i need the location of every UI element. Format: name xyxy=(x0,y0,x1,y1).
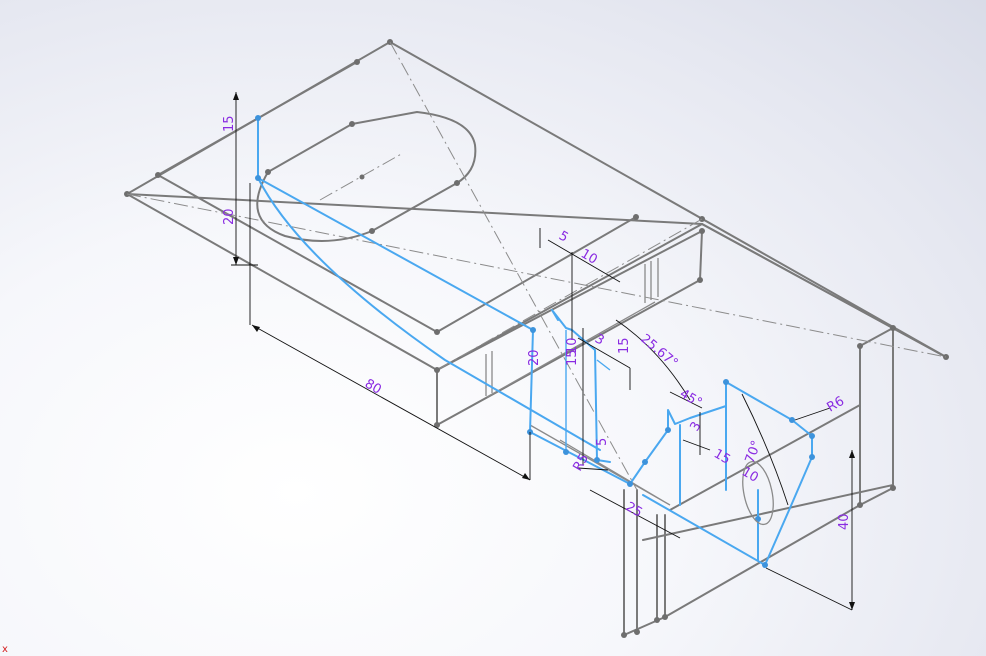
dim-20-a: 20 xyxy=(222,208,237,225)
dimension-labels: 15 20 80 5 10 20 15 3 10 15 25.67° 45° R… xyxy=(222,115,852,530)
dim-r6: R6 xyxy=(825,394,847,416)
leg-left xyxy=(623,489,638,636)
sketch-left-rail xyxy=(257,117,813,566)
edge-vertices xyxy=(124,39,949,638)
dim-3-b: 3 xyxy=(687,419,704,434)
rail-back xyxy=(699,230,703,281)
sketch-right xyxy=(679,381,759,561)
block-top xyxy=(859,327,894,506)
rail-slots xyxy=(485,258,659,396)
dim-25: 25 xyxy=(623,499,645,520)
dim-10-a: 10 xyxy=(578,246,600,267)
hole-ellipse xyxy=(742,460,774,526)
dim-20-b: 20 xyxy=(527,349,542,366)
rail-mid xyxy=(486,301,656,398)
dim-25-67-deg: 25.67° xyxy=(637,332,680,372)
dimension-lines xyxy=(231,92,855,611)
connect-edge xyxy=(529,424,671,506)
dim-70-deg: 70° xyxy=(743,439,765,466)
sketch-diagonal xyxy=(257,177,601,451)
leg-bottom xyxy=(623,504,861,636)
block-front xyxy=(669,345,861,511)
origin-marker: x xyxy=(2,644,8,655)
sketch-profile xyxy=(255,115,815,568)
dim-80: 80 xyxy=(362,376,384,397)
dim-15-a: 15 xyxy=(222,115,237,132)
dim-3-a: 3 xyxy=(592,331,607,348)
dim-10-c: 10 xyxy=(739,464,761,485)
leg-right xyxy=(656,514,666,621)
rail-bottom xyxy=(436,279,701,426)
rail-top xyxy=(436,230,703,371)
dim-10-b: 10 xyxy=(565,337,580,354)
block-bottom xyxy=(642,484,894,541)
dim-5: 5 xyxy=(556,228,571,245)
dim-15-b: 15 xyxy=(565,349,580,366)
model-edges xyxy=(124,39,949,638)
dim-15-c: 15 xyxy=(617,337,632,354)
slot-outline xyxy=(256,111,477,242)
dim-15-d: 15 xyxy=(711,446,733,467)
dim-5-b: 5 xyxy=(595,438,610,446)
plate-right-edge xyxy=(701,223,947,358)
dim-40: 40 xyxy=(837,513,852,530)
sketch-inner xyxy=(565,330,611,452)
dim-r5: R5 xyxy=(570,452,592,474)
